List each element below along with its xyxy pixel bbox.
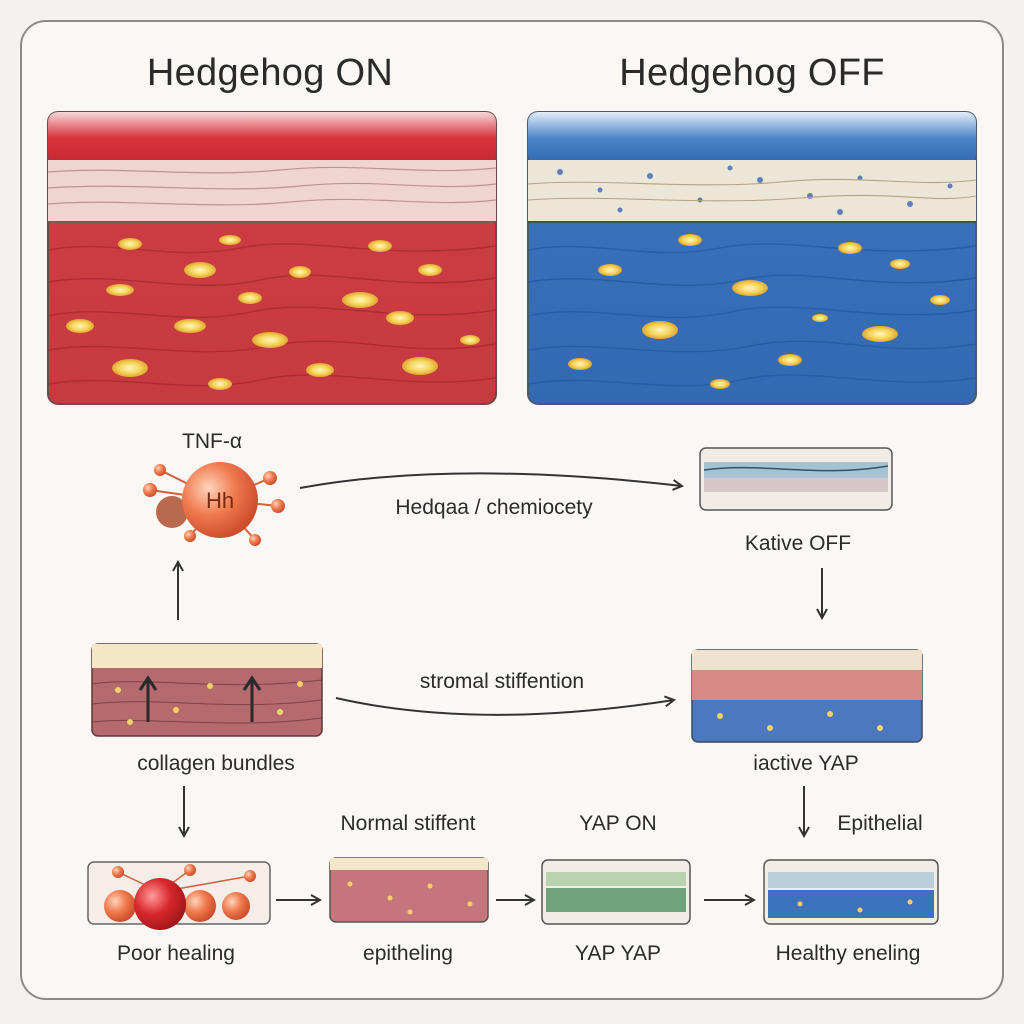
label-kative-off: Kative OFF: [744, 532, 852, 555]
label-tnf-alpha: TNF-α: [182, 430, 242, 453]
tissue-panel-off: [527, 111, 977, 405]
label-stromal-stiffention: stromal stiffention: [419, 670, 585, 693]
label-normal-stiffent: Normal stiffent: [340, 812, 476, 835]
label-epithelial: Epithelial: [837, 812, 923, 835]
block-epitheling: [329, 857, 489, 923]
block-inactive-yap: [691, 649, 923, 743]
block-healthy: [763, 859, 939, 925]
hh-molecule-glyph: Hh: [205, 488, 235, 513]
tissue-panel-on: [47, 111, 497, 405]
flow-arrows: [178, 472, 822, 900]
block-collagen: [91, 643, 323, 737]
nuclei-on: [66, 235, 480, 390]
label-yap-yap: YAP YAP: [575, 942, 661, 965]
arrow-stromal: [335, 698, 674, 716]
block-yap-on: [541, 859, 691, 925]
block-kative-off: [699, 447, 893, 511]
nuclei-off: [568, 234, 950, 389]
label-inactive-yap: iactive YAP: [753, 752, 859, 775]
collagen-twist-icon: [138, 675, 262, 722]
poor-healing-cluster: [87, 861, 271, 930]
hh-molecule: [143, 462, 285, 546]
label-collagen-bundles: collagen bundles: [137, 752, 295, 775]
arrow-hh-to-kative: [299, 472, 682, 488]
label-poor-healing: Poor healing: [117, 942, 235, 965]
label-hedgehog-chem: Hedqaa / chemiocety: [395, 496, 593, 519]
label-epitheling: epitheling: [363, 942, 453, 965]
label-yap-on: YAP ON: [579, 812, 657, 835]
label-healthy: Healthy eneling: [775, 942, 921, 965]
title-hedgehog-on: Hedgehog ON: [146, 52, 394, 94]
title-hedgehog-off: Hedgehog OFF: [619, 52, 885, 94]
